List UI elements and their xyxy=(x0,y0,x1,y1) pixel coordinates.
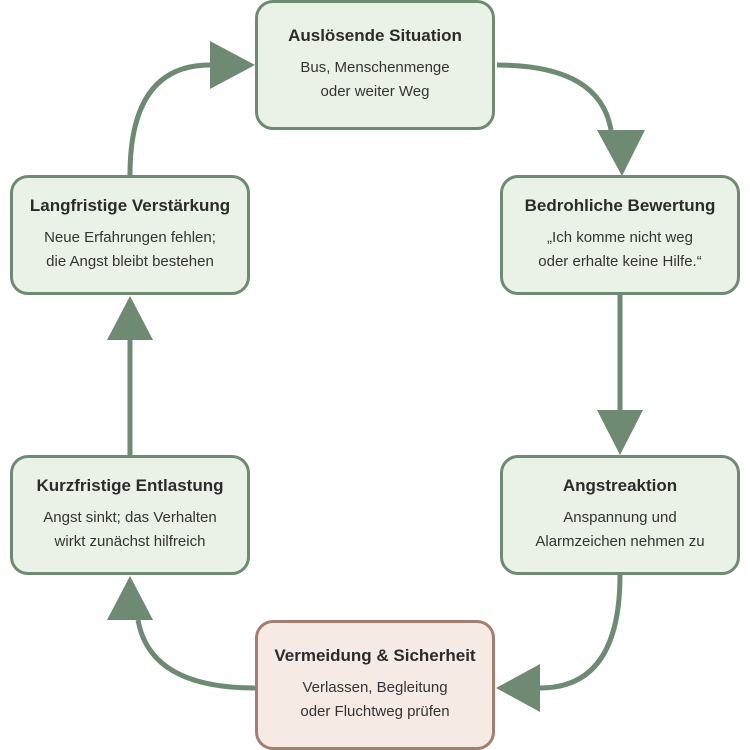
connector-angstreaktion-to-vermeidung xyxy=(539,574,623,691)
node-title: Vermeidung & Sicherheit xyxy=(274,646,476,665)
arrowhead-to-situation xyxy=(210,41,255,89)
node-kurzfristige-entlastung: Kurzfristige Entlastung Angst sinkt; das… xyxy=(10,455,250,575)
node-title: Bedrohliche Bewertung xyxy=(524,196,716,215)
arrowhead-to-bewertung xyxy=(597,130,645,176)
connector-situation-to-bewertung xyxy=(496,62,614,131)
arrowhead-to-angstreaktion xyxy=(597,410,643,455)
node-description: Neue Erfahrungen fehlen; die Angst bleib… xyxy=(44,229,216,270)
node-title: Auslösende Situation xyxy=(288,26,462,45)
node-description: Angst sinkt; das Verhalten wirkt zunächs… xyxy=(43,509,217,550)
node-title: Kurzfristige Entlastung xyxy=(36,476,224,495)
arrowhead-to-vermeidung xyxy=(496,664,540,712)
node-title: Angstreaktion xyxy=(562,476,678,495)
node-angstreaktion: Angstreaktion Anspannung und Alarmzeiche… xyxy=(500,455,740,575)
connector-verstaerkung-to-situation xyxy=(127,62,211,176)
arrowhead-to-entlastung xyxy=(107,576,153,620)
node-ausloesende-situation: Auslösende Situation Bus, Menschenmenge … xyxy=(255,0,495,130)
node-vermeidung-sicherheit: Vermeidung & Sicherheit Verlassen, Begle… xyxy=(255,620,495,750)
node-bedrohliche-bewertung: Bedrohliche Bewertung „Ich komme nicht w… xyxy=(500,175,740,295)
node-title: Langfristige Verstärkung xyxy=(29,196,231,215)
node-langfristige-verstaerkung: Langfristige Verstärkung Neue Erfahrunge… xyxy=(10,175,250,295)
node-description: Anspannung und Alarmzeichen nehmen zu xyxy=(535,509,705,550)
connector-vermeidung-to-entlastung xyxy=(135,619,256,691)
node-description: „Ich komme nicht weg oder erhalte keine … xyxy=(538,229,702,270)
node-description: Verlassen, Begleitung oder Fluchtweg prü… xyxy=(300,679,450,720)
node-description: Bus, Menschenmenge oder weiter Weg xyxy=(300,59,450,100)
arrowhead-to-verstaerkung xyxy=(107,296,153,340)
